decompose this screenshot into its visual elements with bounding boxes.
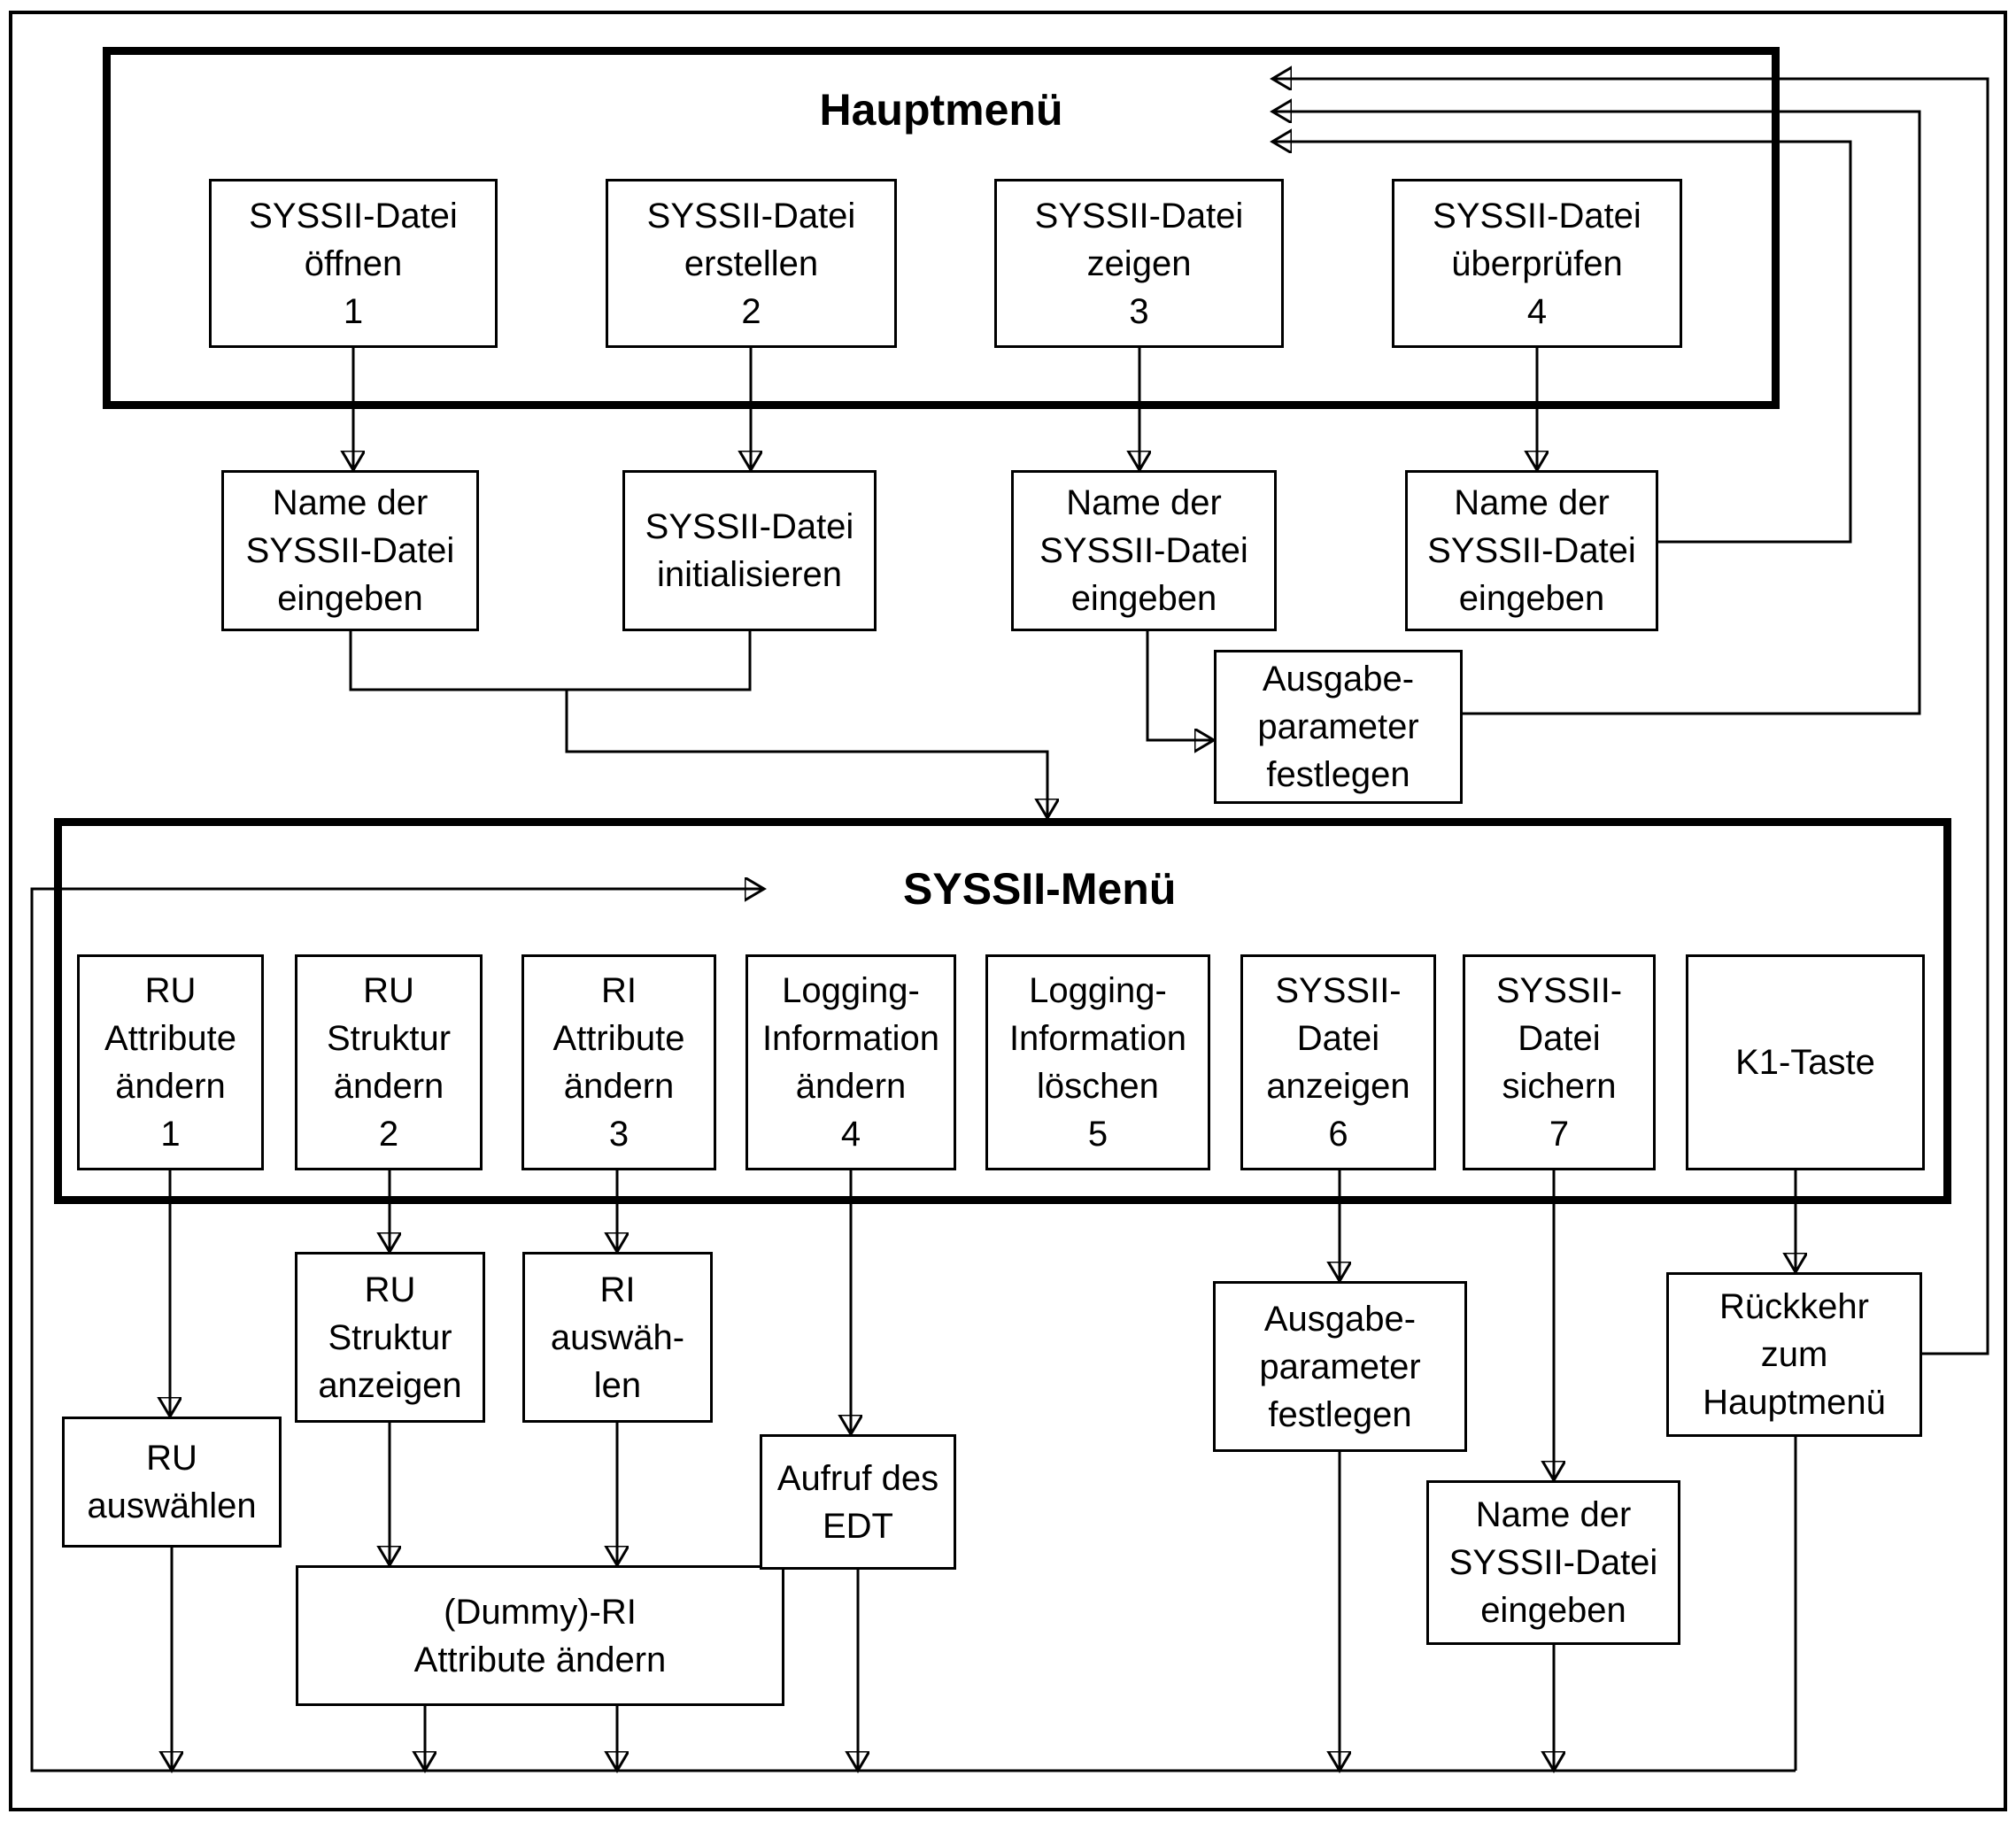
node-ri-auswaehlen: RI auswäh- len [522, 1252, 713, 1423]
node-ru-struktur-anzeigen: RU Struktur anzeigen [295, 1252, 485, 1423]
node-name-eingeben-2: Name der SYSSII-Datei eingeben [1011, 470, 1277, 631]
node-ru-struktur-aendern: RU Struktur ändern 2 [295, 954, 483, 1170]
node-syssii-datei-erstellen: SYSSII-Datei erstellen 2 [606, 179, 897, 348]
node-ru-auswaehlen: RU auswählen [62, 1417, 282, 1548]
node-aufruf-edt: Aufruf des EDT [760, 1434, 956, 1570]
node-logging-aendern: Logging- Information ändern 4 [745, 954, 956, 1170]
node-logging-loeschen: Logging- Information löschen 5 [985, 954, 1210, 1170]
node-k1-taste: K1-Taste [1686, 954, 1925, 1170]
node-ausgabeparameter-top: Ausgabe- parameter festlegen [1214, 650, 1463, 804]
node-syssii-datei-oeffnen: SYSSII-Datei öffnen 1 [209, 179, 498, 348]
node-syssii-datei-anzeigen: SYSSII- Datei anzeigen 6 [1240, 954, 1436, 1170]
outer-border [9, 11, 2007, 1811]
node-name-eingeben-1: Name der SYSSII-Datei eingeben [221, 470, 479, 631]
syssii-menu-title: SYSSII-Menü [903, 864, 1177, 914]
node-syssii-datei-zeigen: SYSSII-Datei zeigen 3 [994, 179, 1284, 348]
node-name-eingeben-bottom: Name der SYSSII-Datei eingeben [1426, 1480, 1680, 1645]
node-syssii-datei-ueberpruefen: SYSSII-Datei überprüfen 4 [1392, 179, 1682, 348]
node-ausgabeparameter-bottom: Ausgabe- parameter festlegen [1213, 1281, 1467, 1452]
node-ru-attribute-aendern: RU Attribute ändern 1 [77, 954, 264, 1170]
node-syssii-datei-sichern: SYSSII- Datei sichern 7 [1463, 954, 1656, 1170]
node-initialisieren: SYSSII-Datei initialisieren [622, 470, 877, 631]
node-rueckkehr-hauptmenu: Rückkehr zum Hauptmenü [1666, 1272, 1922, 1437]
hauptmenu-title: Hauptmenü [819, 85, 1063, 135]
node-dummy-ri-attribute: (Dummy)-RI Attribute ändern [296, 1565, 784, 1706]
node-name-eingeben-3: Name der SYSSII-Datei eingeben [1405, 470, 1658, 631]
node-ri-attribute-aendern: RI Attribute ändern 3 [521, 954, 716, 1170]
